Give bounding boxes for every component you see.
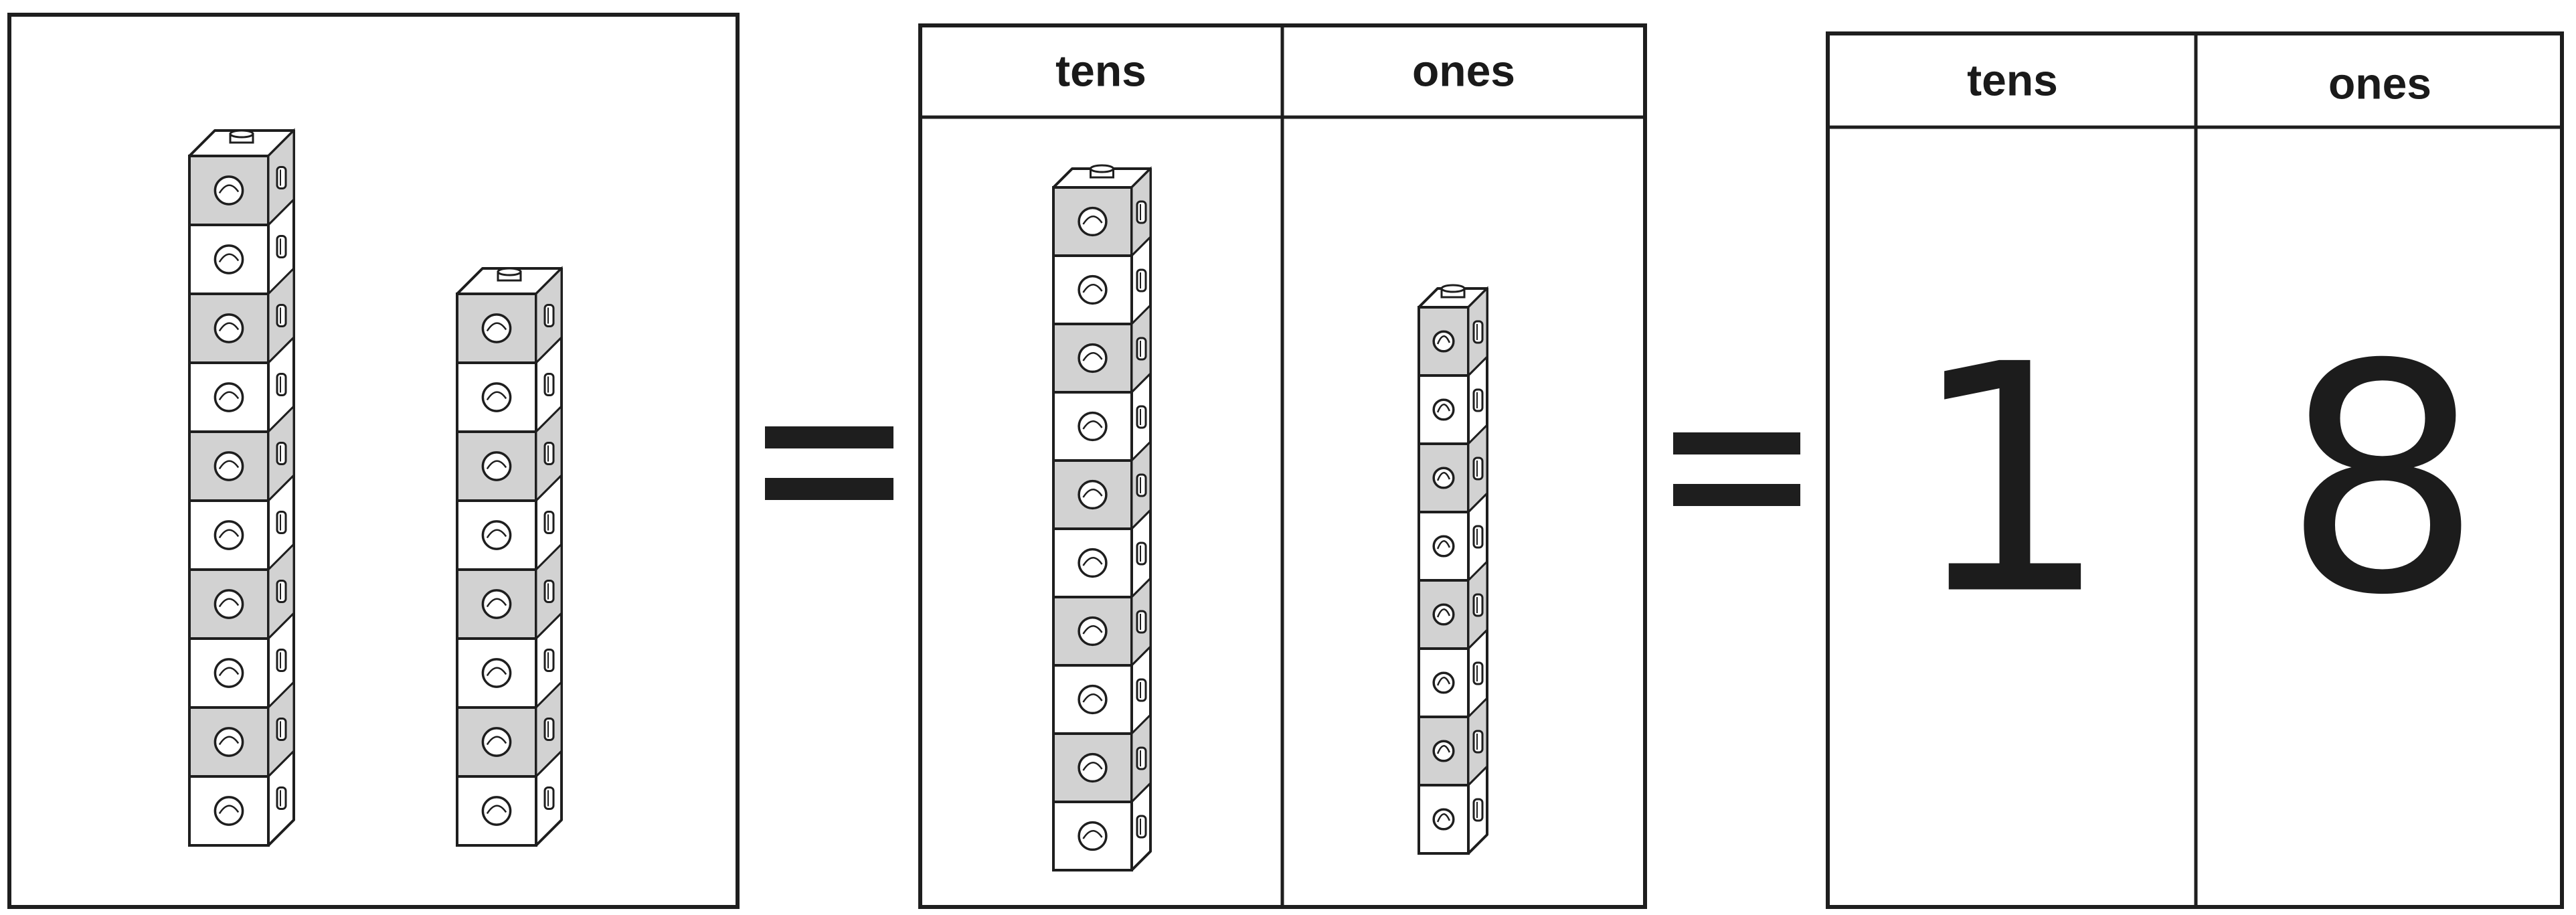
cube-white [188, 750, 295, 847]
cube-shaded [1052, 712, 1152, 805]
cube-white [1052, 645, 1152, 735]
cube-white [456, 612, 563, 709]
cube-shaded [456, 679, 563, 779]
ones-digit: 8 [2282, 298, 2482, 664]
cube-white [1052, 782, 1152, 871]
equals-sign [765, 426, 893, 500]
cube-shaded [1052, 166, 1152, 258]
cube-white [456, 750, 563, 847]
cube-white [1418, 765, 1488, 855]
cube-shaded [1418, 422, 1488, 515]
cube-white [1418, 629, 1488, 718]
cube-shaded [1052, 576, 1152, 668]
place-value-chart-with-digits: tens ones 1 8 [1826, 31, 2564, 909]
cube-white [188, 612, 295, 709]
cube-white [456, 474, 563, 571]
cube-white [1418, 492, 1488, 582]
tens-column-header: tens [1055, 46, 1146, 95]
place-value-chart-with-cubes: tens ones [918, 23, 1647, 909]
cube-white [1052, 372, 1152, 462]
tens-column-header: tens [1967, 55, 2058, 104]
cube-white [1052, 509, 1152, 598]
cube-shaded [456, 266, 563, 365]
cube-shaded [1052, 439, 1152, 531]
cube-white [188, 474, 295, 571]
cube-tower-panel-frame [7, 13, 740, 909]
ones-column-header: ones [1412, 46, 1515, 95]
cube-shaded [1418, 286, 1488, 378]
cube-tower-eight [456, 266, 563, 847]
cube-shaded [188, 128, 295, 228]
tens-cube-tower [1052, 164, 1152, 871]
cube-shaded [1418, 695, 1488, 788]
ones-column-header: ones [2328, 58, 2431, 108]
cube-white [1052, 236, 1152, 325]
ones-cube-tower [1418, 284, 1488, 855]
cube-tower-panel [7, 13, 740, 909]
equals-sign [1673, 432, 1800, 506]
cube-tower-ten [188, 128, 295, 847]
cube-shaded [188, 542, 295, 641]
cube-white [188, 336, 295, 433]
cube-white [1418, 355, 1488, 445]
tens-digit: 1 [1909, 298, 2110, 664]
cube-shaded [1418, 559, 1488, 651]
cube-white [188, 198, 295, 295]
